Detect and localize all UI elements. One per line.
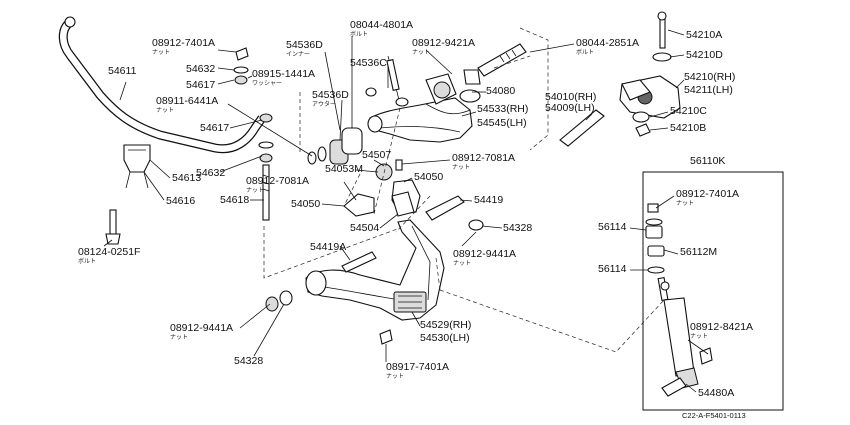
part-number-label: 08912-7081A bbox=[452, 152, 515, 164]
part-type-label: ナット bbox=[453, 260, 471, 267]
part-number-label: 54211(LH) bbox=[684, 84, 733, 96]
part-type-label: ボルト bbox=[78, 257, 96, 265]
part-number-label: 08915-1441A bbox=[252, 68, 315, 80]
part-type-label: ナット bbox=[170, 334, 188, 341]
part-number-label: 54545(LH) bbox=[477, 117, 527, 129]
part-number-label: 54010(RH) bbox=[545, 91, 596, 103]
part-number-label: 08912-9421A bbox=[412, 37, 475, 49]
diagram-reference-code: C22-A-F5401-0113 bbox=[682, 411, 746, 420]
part-type-label: ナット bbox=[676, 200, 694, 207]
part-number-label: 54533(RH) bbox=[477, 103, 528, 115]
part-number-label: 54210C bbox=[670, 105, 707, 117]
part-number-label: 54419A bbox=[310, 241, 346, 253]
part-number-label: 08912-9441A bbox=[453, 248, 516, 260]
part-type-label: ナット bbox=[246, 187, 264, 194]
part-type-label: ナット bbox=[386, 373, 404, 380]
part-number-label: 54050 bbox=[414, 171, 443, 183]
stabilizer-link-stack bbox=[233, 47, 274, 221]
part-number-label: 08044-4801A bbox=[350, 19, 413, 31]
shock-absorber-parts bbox=[645, 203, 665, 274]
part-number-label: 08912-7401A bbox=[676, 188, 739, 200]
part-number-label: 54210B bbox=[670, 122, 706, 134]
part-number-label: 54210(RH) bbox=[684, 71, 735, 83]
part-number-label: 56114 bbox=[598, 221, 627, 233]
part-number-label: 54328 bbox=[234, 355, 263, 367]
part-number-label: 08911-6441A bbox=[156, 95, 218, 107]
ball-joint bbox=[343, 159, 484, 231]
part-number-label: 56112M bbox=[680, 246, 717, 258]
part-number-label: 08124-0251F bbox=[78, 246, 140, 258]
part-number-label: 54632 bbox=[196, 167, 225, 179]
stabilizer-bar bbox=[58, 16, 266, 154]
part-number-label: 54009(LH) bbox=[545, 102, 595, 114]
shock-absorber bbox=[657, 277, 713, 397]
part-number-label: 08912-7081A bbox=[246, 175, 309, 187]
part-number-label: 54504 bbox=[350, 222, 379, 234]
stabilizer-bushing bbox=[123, 144, 151, 189]
part-number-label: 54616 bbox=[166, 195, 195, 207]
upper-arm-shaft bbox=[459, 43, 527, 103]
lower-control-arm bbox=[305, 219, 445, 321]
part-type-label: アウター bbox=[312, 100, 336, 108]
part-number-label: 54617 bbox=[200, 122, 229, 134]
part-number-label: 54632 bbox=[186, 63, 215, 75]
part-number-label: 54536D bbox=[286, 39, 323, 51]
stabilizer-bolt bbox=[105, 209, 121, 245]
part-number-label: 54210A bbox=[686, 29, 722, 41]
part-number-label: 08912-9441A bbox=[170, 322, 233, 334]
part-type-label: ナット bbox=[152, 49, 170, 56]
part-number-label: 54536C bbox=[350, 57, 387, 69]
part-type-label: ナット bbox=[412, 49, 430, 56]
part-number-label: 56110K bbox=[690, 155, 725, 167]
part-type-label: ボルト bbox=[576, 48, 594, 56]
part-number-label: 54536D bbox=[312, 89, 349, 101]
part-number-label: 08044-2851A bbox=[576, 37, 639, 49]
part-number-label: 54210D bbox=[686, 49, 723, 61]
part-number-label: 54530(LH) bbox=[420, 332, 470, 344]
part-number-label: 54617 bbox=[186, 79, 215, 91]
torsion-bar-anchor bbox=[619, 11, 681, 137]
part-type-label: ボルト bbox=[350, 30, 368, 38]
part-type-label: ナット bbox=[452, 164, 470, 171]
part-type-label: ナット bbox=[156, 107, 174, 114]
part-type-label: インナー bbox=[286, 51, 310, 58]
part-number-label: 08912-7401A bbox=[152, 37, 215, 49]
part-number-label: 54480A bbox=[698, 387, 734, 399]
part-number-label: 54328 bbox=[503, 222, 532, 234]
lower-arm-hardware bbox=[265, 251, 393, 345]
torsion-bar bbox=[559, 109, 605, 147]
part-number-label: 54053M bbox=[325, 163, 363, 175]
part-number-label: 54529(RH) bbox=[420, 319, 471, 331]
part-number-label: 54613 bbox=[172, 172, 201, 184]
part-number-label: 54050 bbox=[291, 198, 320, 210]
part-number-label: 54080 bbox=[486, 85, 515, 97]
upper-arm-bushings bbox=[307, 55, 401, 165]
part-number-label: 08917-7401A bbox=[386, 361, 449, 373]
shock-kit-box bbox=[642, 171, 784, 411]
upper-control-arm bbox=[367, 73, 473, 143]
part-number-label: 54507 bbox=[362, 149, 391, 161]
part-number-label: 54618 bbox=[220, 194, 249, 206]
part-number-label: 54611 bbox=[108, 65, 137, 77]
part-number-label: 08912-8421A bbox=[690, 321, 753, 333]
assembly-lines bbox=[263, 27, 665, 353]
leader-lines bbox=[103, 29, 709, 393]
part-type-label: ワッシャー bbox=[252, 80, 282, 87]
part-number-label: 54419 bbox=[474, 194, 503, 206]
part-number-label: 56114 bbox=[598, 263, 627, 275]
part-type-label: ナット bbox=[690, 333, 708, 340]
